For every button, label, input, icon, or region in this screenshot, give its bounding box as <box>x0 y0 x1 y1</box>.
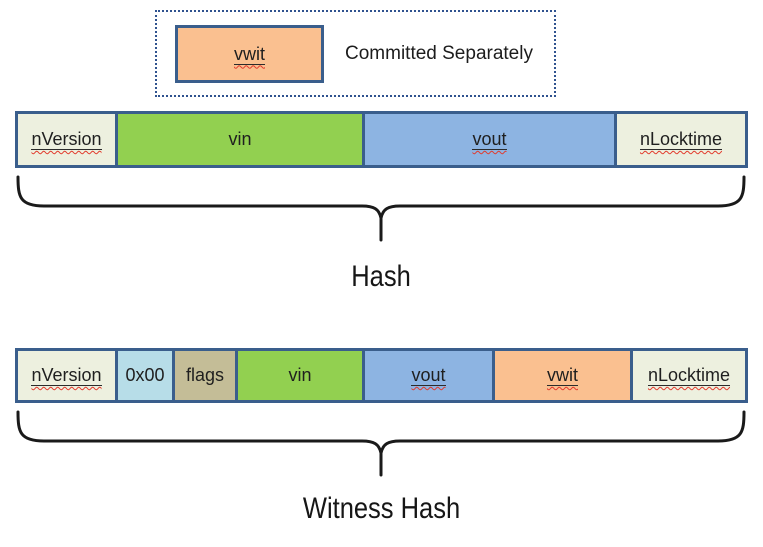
hash-cell-vout-label: vout <box>472 129 507 150</box>
witness-cell-nlocktime: nLocktime <box>633 351 745 400</box>
witness-cell-0x00: 0x00 <box>118 351 175 400</box>
witness-cell-vwit: vwit <box>495 351 633 400</box>
witness-cell-nversion-label: nVersion <box>31 365 102 386</box>
legend-caption: Committed Separately <box>345 42 533 64</box>
witness-cell-vout: vout <box>365 351 495 400</box>
hash-brace <box>16 175 746 242</box>
witness-hash-row: nVersion 0x00 flags vin vout vwit nLockt… <box>15 348 748 403</box>
legend-dotted-box: vwit Committed Separately <box>155 10 556 97</box>
witness-cell-flags: flags <box>175 351 238 400</box>
hash-cell-vin-label: vin <box>228 129 252 149</box>
witness-cell-vwit-label: vwit <box>547 365 578 386</box>
witness-cell-vout-label: vout <box>411 365 446 386</box>
hash-cell-nlocktime-label: nLocktime <box>639 129 723 150</box>
hash-cell-vout: vout <box>365 114 617 165</box>
legend-vwit-swatch: vwit <box>175 25 324 83</box>
legend-vwit-label: vwit <box>234 43 265 65</box>
hash-cell-vin: vin <box>118 114 365 165</box>
hash-title: Hash <box>351 260 412 293</box>
hash-cell-nversion-label: nVersion <box>31 129 102 150</box>
witness-cell-flags-label: flags <box>185 365 225 385</box>
witness-cell-vin-label: vin <box>288 365 312 385</box>
witness-cell-0x00-label: 0x00 <box>125 365 165 385</box>
witness-cell-vin: vin <box>238 351 365 400</box>
hash-row: nVersion vin vout nLocktime <box>15 111 748 168</box>
witness-hash-title: Witness Hash <box>302 492 461 525</box>
witness-cell-nversion: nVersion <box>18 351 118 400</box>
witness-cell-nlocktime-label: nLocktime <box>647 365 731 386</box>
hash-cell-nlocktime: nLocktime <box>617 114 745 165</box>
hash-cell-nversion: nVersion <box>18 114 118 165</box>
witness-hash-brace <box>16 410 746 477</box>
